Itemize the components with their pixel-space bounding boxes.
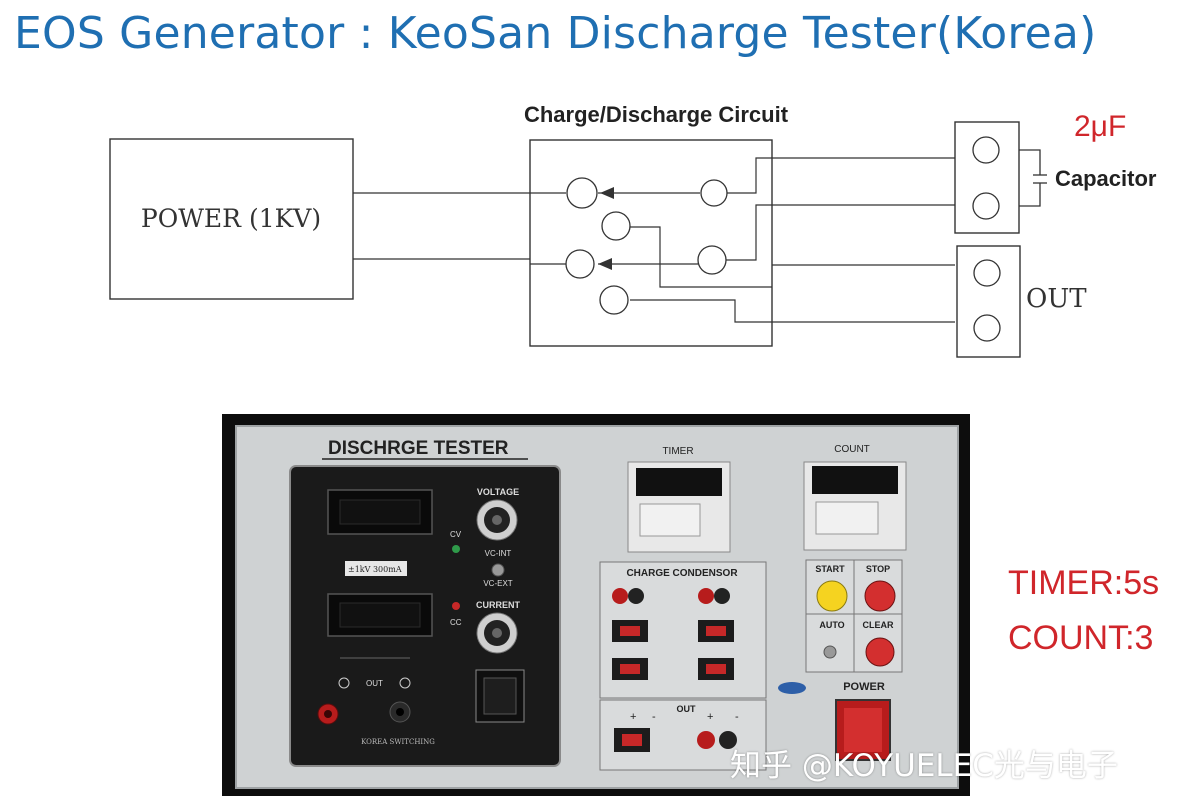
- auto-label: AUTO: [819, 620, 844, 630]
- cv-led: [452, 545, 460, 553]
- switch-contact: [700, 179, 728, 207]
- cc-label: CC: [450, 618, 462, 627]
- out-plus-1: +: [630, 711, 636, 723]
- switch-contact: [565, 249, 595, 279]
- capacitor-label: Capacitor: [1055, 166, 1157, 191]
- clear-button: [865, 637, 895, 667]
- maker-label: KOREA SWITCHING: [361, 738, 435, 746]
- count-label: COUNT: [834, 444, 870, 455]
- out-plus-2: +: [707, 711, 713, 723]
- capacitance-value: 2μF: [1074, 110, 1126, 143]
- switch-contact: [566, 177, 598, 209]
- clear-label: CLEAR: [863, 620, 894, 630]
- watermark: 知乎 @KOYUELEC光与电子: [730, 748, 1118, 784]
- meter-out-label: OUT: [366, 679, 383, 688]
- cc-led: [452, 602, 460, 610]
- timer-label: TIMER: [662, 446, 693, 457]
- auto-toggle: [823, 645, 837, 659]
- out-terminals-label: OUT: [677, 704, 697, 714]
- current-knob-label: CURRENT: [476, 600, 521, 610]
- discharge-tester-photo: DISCHRGE TESTER ±1kV 300mA VOLTAGE CV VC…: [222, 414, 970, 796]
- switch-contact: [601, 211, 631, 241]
- power-box-label: POWER (1KV): [141, 204, 321, 233]
- charge-condensor-label: CHARGE CONDENSOR: [626, 568, 738, 579]
- start-label: START: [815, 564, 845, 574]
- stop-label: STOP: [866, 564, 890, 574]
- out-label: OUT: [1026, 284, 1087, 314]
- out-terminal-block: [956, 245, 1021, 358]
- charge-discharge-circuit-box: [529, 139, 773, 347]
- vc-ext-label: VC-EXT: [483, 579, 512, 588]
- stop-button: [864, 580, 896, 612]
- start-button: [816, 580, 848, 612]
- circuit-label: Charge/Discharge Circuit: [524, 102, 789, 127]
- timer-setting: TIMER:5s: [1008, 564, 1160, 602]
- power-box: [109, 138, 354, 300]
- capacitor-terminal-block: [954, 121, 1020, 234]
- switch-contact: [697, 245, 727, 275]
- out-minus-2: -: [735, 711, 739, 723]
- page-title: EOS Generator : KeoSan Discharge Tester(…: [14, 8, 1097, 59]
- out-minus-1: -: [652, 711, 656, 723]
- main-power-label: POWER: [843, 681, 885, 693]
- switch-contact: [599, 285, 629, 315]
- count-setting: COUNT:3: [1008, 619, 1154, 657]
- vc-int-label: VC-INT: [485, 549, 512, 558]
- vc-toggle-switch: [491, 563, 505, 577]
- panel-title: DISCHRGE TESTER: [328, 438, 509, 459]
- cv-label: CV: [450, 530, 462, 539]
- meter-tag: ±1kV 300mA: [348, 565, 402, 574]
- voltage-knob-label: VOLTAGE: [477, 487, 519, 497]
- test-parameters: TIMER:5s COUNT:3: [1008, 556, 1159, 666]
